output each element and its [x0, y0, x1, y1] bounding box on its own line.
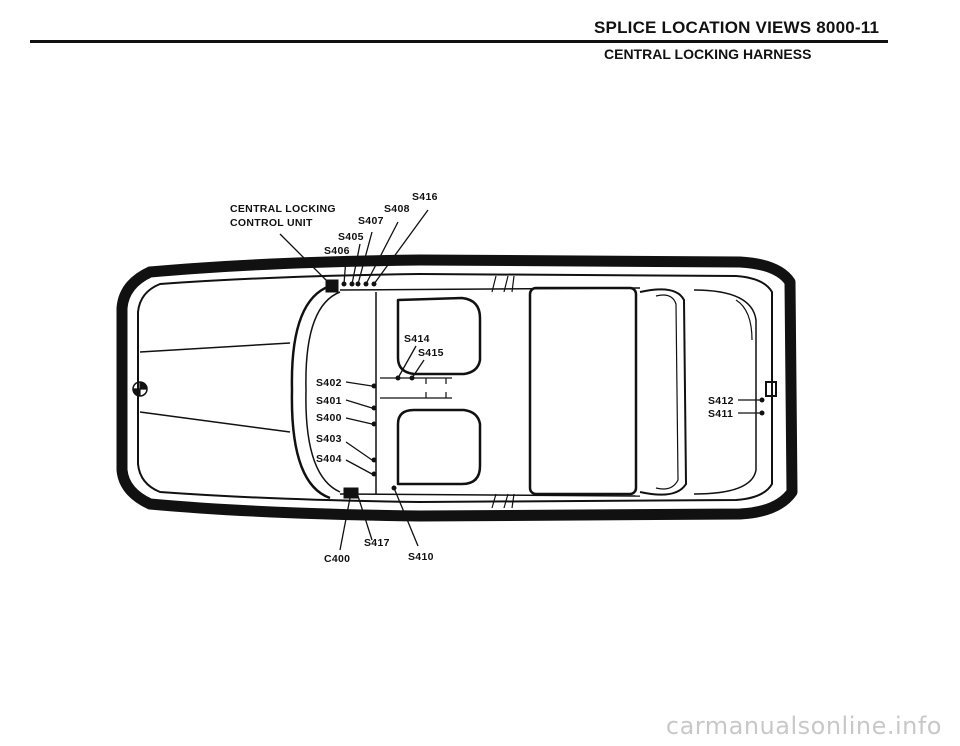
splice-dot [371, 405, 377, 411]
leader-s401 [345, 399, 373, 409]
windshield-inner-curve [305, 291, 341, 493]
front-seat-left [396, 296, 482, 376]
rear-panel [528, 286, 638, 496]
splice-dot [371, 421, 377, 427]
leader-s406 [343, 257, 347, 285]
splice-dot [371, 383, 377, 389]
leader-s415 [411, 359, 425, 379]
door-gap-bottom [491, 493, 515, 509]
leader-s404 [345, 459, 373, 475]
label-s405: S405 [338, 231, 364, 243]
label-control-unit-line1: CENTRAL LOCKING [230, 203, 336, 215]
splice-dot [371, 471, 377, 477]
callout-labels: CENTRAL LOCKING CONTROL UNIT S416 S408 S… [230, 191, 734, 565]
control-unit-block [325, 279, 339, 293]
label-s400: S400 [316, 412, 342, 424]
leader-s416 [373, 209, 429, 285]
splice-dot [371, 457, 377, 463]
leader-s410 [393, 487, 419, 547]
label-s417: S417 [364, 537, 390, 549]
leader-s414 [397, 345, 417, 379]
windshield-curve [290, 284, 331, 500]
label-s414: S414 [404, 333, 430, 345]
label-s406: S406 [324, 245, 350, 257]
leader-s408 [365, 221, 399, 285]
label-s415: S415 [418, 347, 444, 359]
c-pillar-upper [639, 288, 687, 496]
label-s403: S403 [316, 433, 342, 445]
rear-junction-block [765, 381, 777, 397]
hood-upper-line [139, 342, 291, 353]
page-subtitle: CENTRAL LOCKING HARNESS [604, 46, 812, 62]
splice-dot [349, 281, 355, 287]
splice-dot [371, 281, 377, 287]
label-s401: S401 [316, 395, 342, 407]
splice-dot [391, 485, 397, 491]
console-line-a [380, 377, 452, 399]
leader-c400 [339, 497, 351, 551]
label-s407: S407 [358, 215, 384, 227]
label-s412: S412 [708, 395, 734, 407]
splice-dot [355, 281, 361, 287]
car-inner-outline [137, 273, 773, 503]
hood-lower-line [139, 411, 291, 433]
splice-dot [395, 375, 401, 381]
header-rule [30, 40, 888, 43]
c-pillar-inner [655, 294, 679, 490]
splice-dot [759, 410, 765, 416]
label-s408: S408 [384, 203, 410, 215]
door-gap-top [491, 275, 515, 293]
leader-s403 [345, 441, 373, 461]
splice-dot [759, 397, 765, 403]
splice-dot [363, 281, 369, 287]
splice-dots [341, 281, 765, 491]
label-s402: S402 [316, 377, 342, 389]
leader-s402 [345, 381, 373, 387]
page-title: SPLICE LOCATION VIEWS 8000-11 [594, 18, 880, 37]
car-body [116, 254, 798, 522]
connector-blocks [325, 279, 777, 499]
watermark: carmanualsonline.info [665, 712, 942, 740]
car-outer-outline [116, 254, 798, 522]
trunk-lid [693, 289, 757, 495]
leader-s400 [345, 417, 373, 425]
label-s404: S404 [316, 453, 342, 465]
label-s411: S411 [708, 408, 733, 420]
leader-s417 [357, 495, 373, 541]
label-s410: S410 [408, 551, 434, 563]
front-seat-right [396, 408, 482, 486]
splice-dot [409, 375, 415, 381]
hood-emblem-icon [132, 381, 148, 397]
leader-s405 [351, 243, 361, 285]
trunk-detail [735, 299, 753, 341]
label-s416: S416 [412, 191, 438, 203]
leader-control-unit [279, 233, 329, 283]
label-control-unit-line2: CONTROL UNIT [230, 217, 313, 229]
splice-dot [341, 281, 347, 287]
leader-lines [279, 209, 762, 551]
cabin-bottom-line [339, 493, 641, 497]
c400-connector-block [343, 487, 359, 499]
console-ticks [425, 378, 447, 398]
label-c400: C400 [324, 553, 350, 565]
leader-s407 [357, 231, 373, 285]
